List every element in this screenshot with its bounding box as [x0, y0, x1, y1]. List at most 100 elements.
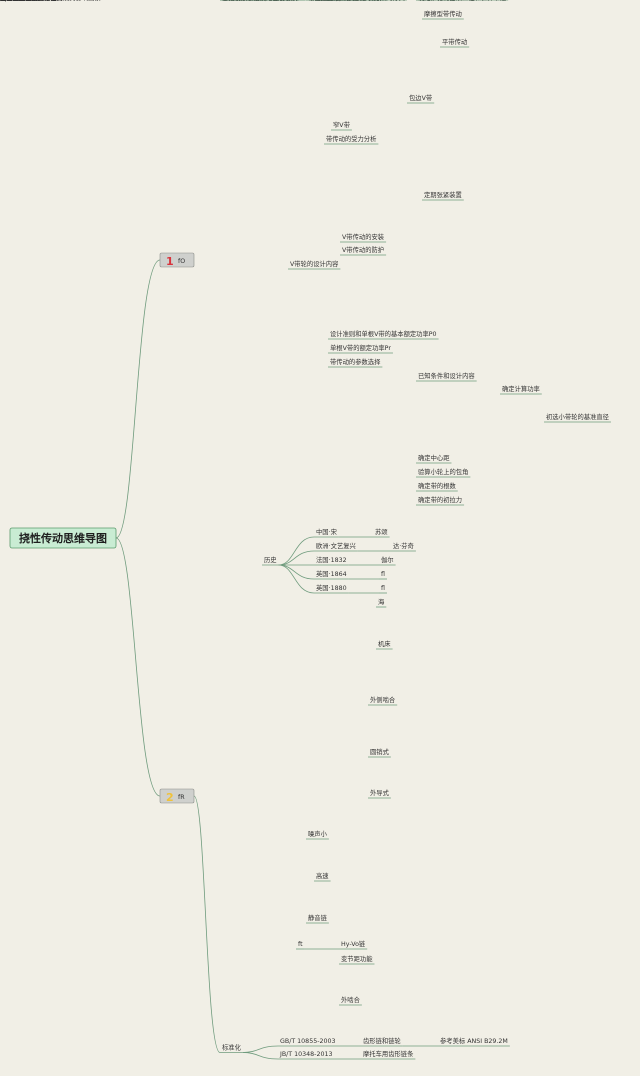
- mind-node: 低噪音: [0, 0, 19, 2]
- node-label: 普通V带传动的设计计算: [222, 0, 289, 2]
- node-label: 带的应力分析: [0, 0, 38, 2]
- root-box: [9, 527, 117, 549]
- node-label: fq: [0, 0, 6, 2]
- mind-node: 内侧啮合: [0, 0, 26, 2]
- mind-node: 空: [0, 0, 6, 2]
- mind-node: 单根V带的额定功率Pr: [328, 343, 393, 354]
- node-label: 多变形效应小: [0, 0, 38, 2]
- node-label: 啮合型传动: [0, 0, 31, 2]
- mind-node: 选择V带的类型: [0, 0, 42, 2]
- node-label: V带轮的轮槽: [0, 0, 36, 2]
- node-label: 内啮合: [0, 0, 20, 2]
- mind-node: V带的技术要求: [0, 0, 43, 2]
- node-label: 标准普通V带: [333, 0, 369, 2]
- mind-node: 滚销式齿形链: [220, 0, 262, 2]
- node-label: 设计准则和单根V带的基本额定功率P0: [330, 329, 437, 338]
- node-label: 包边V带: [409, 93, 432, 102]
- mind-node: 机床: [376, 639, 393, 650]
- mind-node: 带传动的参数选择: [328, 357, 383, 368]
- mind-node: V带轮的设计内容: [288, 259, 341, 270]
- mind-node: fl: [379, 571, 387, 580]
- mind-node: 中国·宋: [314, 527, 339, 538]
- node-label: 设计步骤和方法: [418, 0, 462, 2]
- node-label: 选择V带的类型: [0, 0, 42, 2]
- node-label: 切边V带: [0, 0, 23, 2]
- mind-node: 伽尔: [379, 555, 396, 566]
- node-label: 带的弹性滑动和打滑: [0, 0, 57, 2]
- section-number-badge: 2: [166, 791, 174, 804]
- mind-node: 无声链: [0, 0, 20, 2]
- mind-node: 带传动的受力分析: [324, 134, 379, 145]
- mind-node: 确定带的根数: [416, 481, 458, 492]
- node-label: 带传动的最大有效拉力及其影响因素: [0, 0, 101, 2]
- mind-node: 计算大轮的基准直径: [0, 0, 57, 2]
- mind-node: 带传动的设计计算: [328, 0, 383, 2]
- mind-node: 带传动的最大有效拉力及其影响因素: [0, 0, 101, 2]
- mind-node: 运动精度高: [0, 0, 31, 2]
- node-layer: 挠性传动思维导图摩擦型带传动啮合型传动按工作原理分类平带传动圆带传动V带传动楔带…: [0, 0, 611, 1060]
- mind-node: fq: [0, 0, 6, 2]
- node-label: 伽尔: [381, 555, 394, 564]
- node-label: fe: [222, 0, 228, 2]
- mind-node: V带传动的张紧，安装与防护: [220, 0, 304, 2]
- mind-node: 设计步骤和方法: [416, 0, 465, 2]
- mind-node: 确定带的初拉力: [416, 495, 465, 506]
- node-label: 确定中心距: [418, 453, 450, 462]
- mind-node: 冶金机械: [0, 0, 26, 2]
- node-label: 带传动的设计计算: [330, 0, 380, 2]
- node-label: 低噪音: [0, 0, 19, 2]
- mind-node: fn: [220, 0, 231, 2]
- mind-node: 定期张紧装置: [422, 190, 464, 201]
- mind-node: fr: [264, 0, 273, 2]
- mind-node: 摩擦型带传动: [422, 9, 464, 20]
- connector: [242, 1045, 279, 1053]
- node-label: 摩擦型带传动: [424, 9, 462, 18]
- node-label: 陆: [0, 0, 7, 2]
- node-label: 滚销式: [0, 0, 20, 2]
- mind-node: 啮合型传动: [0, 0, 31, 2]
- mind-node: 冲击和震动小: [0, 0, 38, 2]
- node-label: 定期张紧装置: [424, 190, 462, 199]
- mind-node: 普通V带传动的设计计算: [220, 0, 292, 2]
- connector-layer: [116, 260, 438, 1060]
- node-label: 带传动的类型: [266, 0, 304, 2]
- node-label: 应用: [264, 0, 277, 2]
- node-label: 窄V带: [333, 120, 350, 129]
- node-label: 计算大轮的基准直径: [0, 0, 57, 2]
- mind-node: 历史: [262, 555, 279, 566]
- mind-node: JB/T 10348-2013: [278, 1051, 335, 1060]
- mind-node: 齿形链和链轮: [361, 1036, 403, 1047]
- mind-node: 采用张紧轮的张紧装置: [0, 0, 63, 2]
- mind-node: 自动张紧装置: [0, 0, 38, 2]
- node-label: 交通工具: [316, 0, 342, 2]
- mind-node: 交通工具: [314, 0, 344, 2]
- node-label: V带的技术要求: [0, 0, 43, 2]
- node-label: 滚销式齿形链: [222, 0, 260, 2]
- mind-node: 包边V带: [407, 93, 435, 104]
- node-label: 自动张紧装置: [0, 0, 38, 2]
- node-label: 按工作原理分类: [342, 0, 387, 2]
- mind-node: 英国·1880: [314, 583, 349, 594]
- node-label: fr: [298, 0, 303, 2]
- mind-node: 摩托车用齿形链条: [361, 1049, 416, 1060]
- node-label: 机床: [378, 639, 391, 648]
- section-number-badge: 1: [166, 255, 174, 268]
- node-label: 林业机械: [0, 0, 26, 2]
- mind-node: 确定计算功率: [500, 384, 542, 395]
- node-label: 法国·1832: [316, 555, 347, 564]
- node-label: 验算带速: [0, 0, 26, 2]
- mind-node: Hy-Vo链: [339, 939, 368, 950]
- mind-node: fe: [220, 0, 231, 2]
- mind-node: 苏颂: [373, 527, 390, 538]
- mind-node: 带传动工作情况的分析: [220, 0, 287, 2]
- node-label: fr: [266, 0, 271, 2]
- node-label: GB/T 10855-2003: [280, 1038, 336, 1045]
- node-label: 圆销式: [370, 747, 390, 756]
- mind-node: 参考美标 ANSI B29.2M: [438, 1036, 510, 1047]
- node-label: V带轮设计: [222, 0, 252, 2]
- node-label: JB/T 10348-2013: [279, 1051, 332, 1058]
- node-label: 确定带的根数: [418, 481, 456, 490]
- node-label: ft: [298, 941, 303, 948]
- node-label: V带传动的张紧，安装与防护: [222, 0, 302, 2]
- mind-node: 英国·1864: [314, 569, 349, 580]
